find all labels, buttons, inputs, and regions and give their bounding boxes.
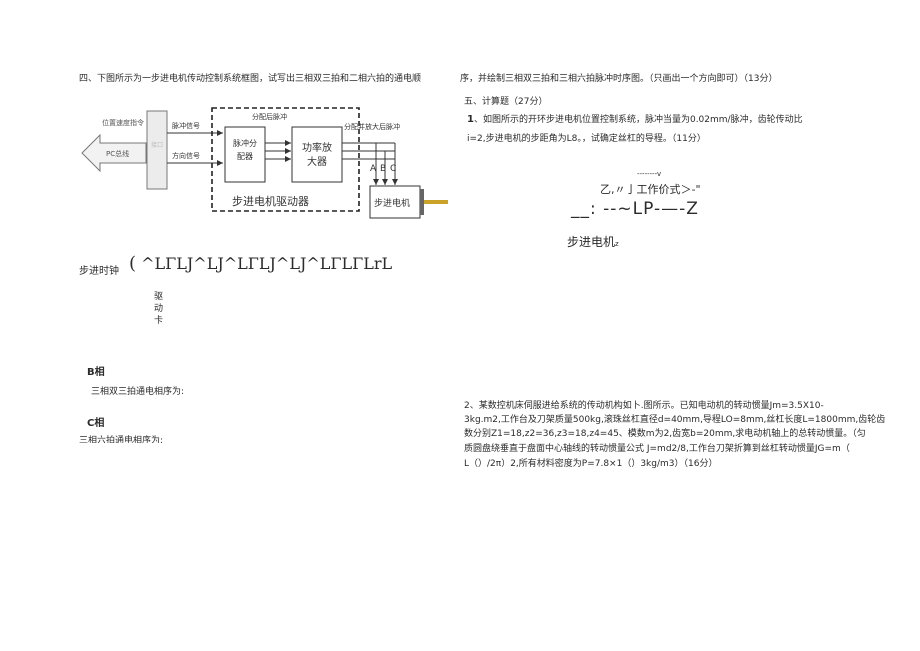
- direction-signal-label: 方向信号: [172, 151, 200, 160]
- stepper-motor-box: [369, 185, 421, 219]
- drive-card-char-1: 驱: [154, 292, 164, 302]
- question-1-line-2: i=2,步进电机的步距角为L8。，试确定丝杠的导程。（11分）: [467, 134, 706, 144]
- phase-a-label: A: [370, 164, 377, 174]
- question-2-line-3: 数分别Z1=18,z2=36,z3=18,z4=45、模数m为2,齿宽b=20m…: [464, 429, 866, 439]
- phase-b-heading: B相: [87, 367, 105, 378]
- figure-garble-2: 乙,〃亅工作价式＞-": [600, 183, 701, 196]
- pulse-distributor-box: [224, 126, 266, 183]
- question-2-line-2: 3kg.m2,工作台及刀架质量500kg,滚珠丝杠直径d=40mm,导程LO=8…: [464, 415, 886, 425]
- step-clock-wave: ( ^LΓLJ^LJ^LΓLJ^LJ^LΓLΓLrL: [129, 253, 393, 274]
- question-1-line-1: 1、如图所示的开环步进电机位置控制系统，脉冲当量为0.02mm/脉冲，齿轮传动比: [467, 114, 803, 125]
- driver-label: 步进电机驱动器: [232, 194, 309, 208]
- distributed-pulse-label: 分配后脉冲: [252, 112, 287, 121]
- section-5-title: 五、计算题（27分）: [464, 97, 548, 107]
- figure-garble-3: __: --~LP-—-Z: [571, 199, 699, 219]
- phase-c-heading: C相: [87, 418, 105, 429]
- question-2-line-5: L（）/2π）2,所有材料密度为P=7.8×1（）3kg/m3）（16分）: [464, 459, 718, 469]
- svg-text:大器: 大器: [307, 155, 327, 168]
- figure-garble-1: --------v: [637, 170, 662, 178]
- drive-card-char-2: 动: [154, 304, 164, 314]
- phase-c-label-diagram: C: [390, 164, 396, 174]
- amplified-pulse-label: 分配并放大后脉冲: [344, 122, 400, 131]
- pulse-signal-label: 脉冲信号: [172, 121, 200, 130]
- power-amplifier-box: [291, 126, 343, 183]
- driver-dashed-box: [211, 107, 360, 212]
- figure-stepper-motor-label: 步进电机z: [567, 235, 619, 249]
- drive-card-char-3: 卡: [154, 316, 164, 326]
- interface-label: 接口: [151, 141, 163, 149]
- stepper-motor-label: 步进电机: [374, 197, 410, 209]
- question-4-continuation: 序，并绘制三相双三拍和三相六拍脉冲时序图。（只画出一个方向即可）（13分）: [460, 74, 778, 84]
- phase-b-label-diagram: B: [380, 164, 386, 174]
- three-phase-six-step-prompt: 三相六拍通电相序为:: [79, 436, 164, 443]
- svg-text:配器: 配器: [237, 152, 253, 161]
- stepper-control-block-diagram: 位置速度指令 PC总线 接口 脉冲信号 方向信号 脉冲分 配器 分配后脉冲 功率…: [81, 107, 448, 219]
- question-2-line-1: 2、某数控机床伺服进给系统的传动机构如卜.图所示。已知电动机的转动惯量Jm=3.…: [464, 401, 824, 411]
- interface-box: [146, 110, 168, 190]
- pc-bus-label: PC总线: [106, 149, 129, 158]
- question-2-line-4: 质圆盘绕垂直于盘面中心轴线的转动惯量公式 J=md2/8,工作台刀架折算到丝杠转…: [464, 444, 850, 454]
- svg-text:功率放: 功率放: [302, 141, 332, 154]
- three-phase-double-sequence-prompt: 三相双三拍通电相序为:: [91, 387, 185, 397]
- svg-text:脉冲分: 脉冲分: [233, 138, 257, 148]
- step-clock-label: 步进时钟: [79, 266, 119, 277]
- question-4-text: 四、下图所示为一步进电机传动控制系统框图，试写出三相双三拍和二相六拍的通电顺: [79, 74, 422, 84]
- position-command-label: 位置速度指令: [102, 118, 144, 127]
- pc-bus-arrow: [81, 133, 147, 173]
